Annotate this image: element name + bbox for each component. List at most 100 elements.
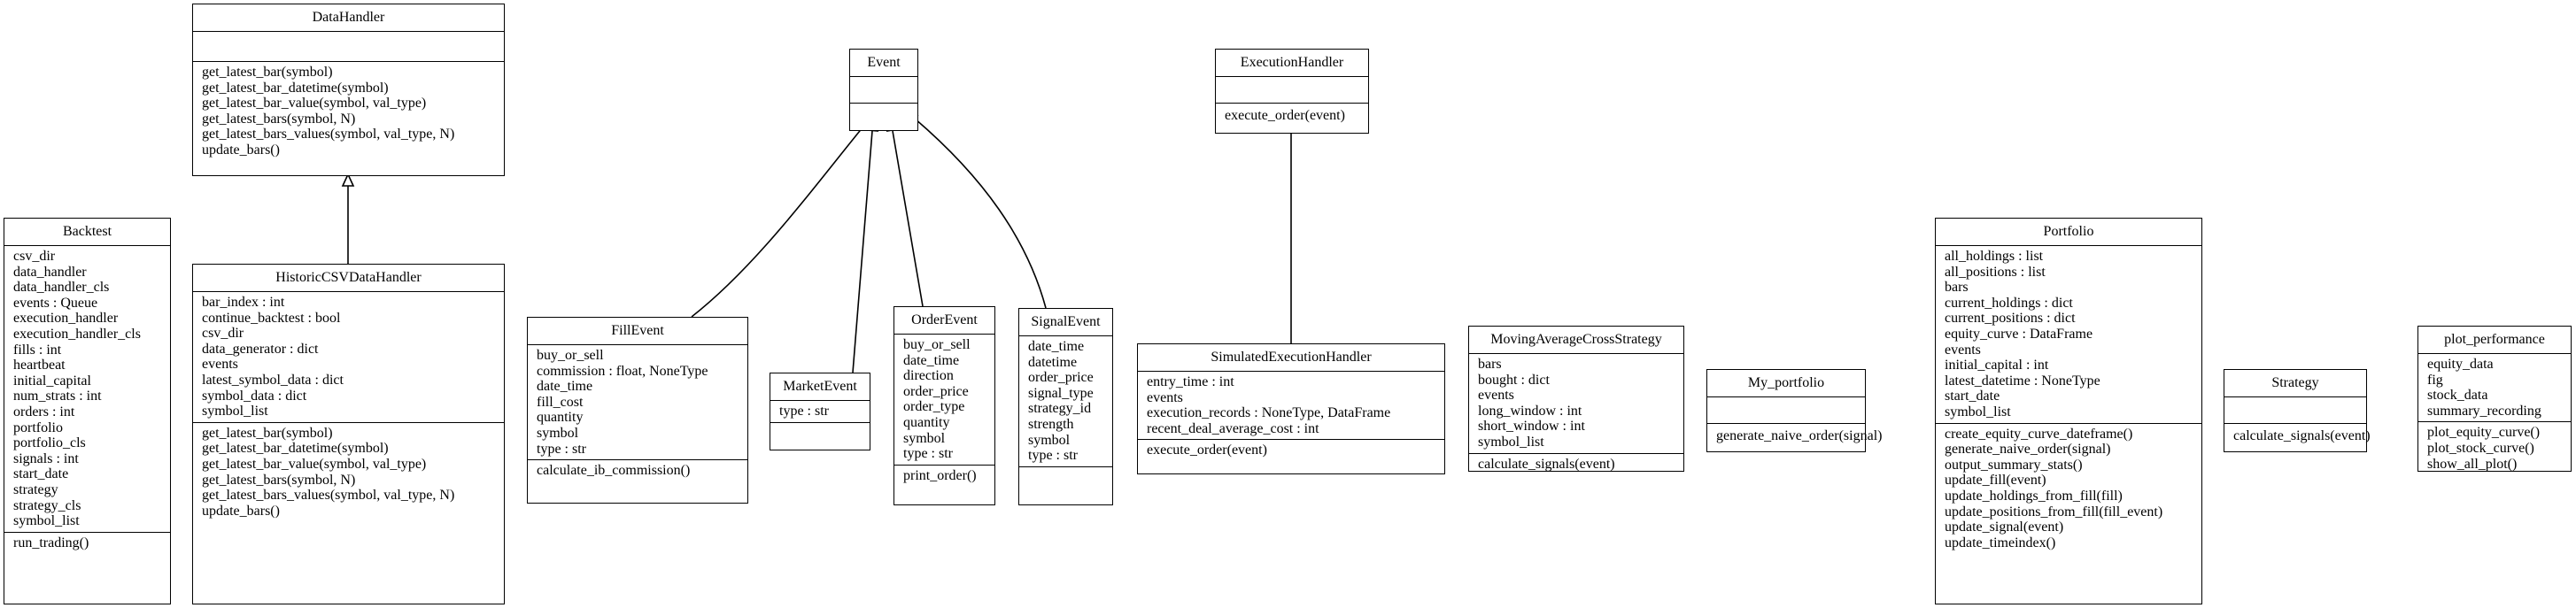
method: plot_stock_curve() (2427, 440, 2534, 456)
class-my-portfolio: My_portfolio generate_naive_order(signal… (1706, 369, 1883, 452)
attribute: events (1147, 389, 1183, 405)
edge-marketevent-to-event (852, 130, 873, 373)
attribute: order_type (903, 399, 965, 415)
method: generate_naive_order(signal) (1945, 442, 2111, 458)
method: output_summary_stats() (1945, 457, 2083, 473)
attributes-section: all_holdings : list all_positions : list… (1936, 246, 2201, 424)
method: update_fill(event) (1945, 473, 2046, 489)
attribute: csv_dir (202, 326, 244, 342)
attribute: current_holdings : dict (1945, 295, 2073, 311)
class-movingaveragecrossstrategy: MovingAverageCrossStrategy bars bought :… (1468, 326, 1684, 472)
class-marketevent: MarketEvent type : str (770, 373, 870, 450)
method: generate_naive_order(signal) (1716, 428, 1883, 443)
attribute: buy_or_sell (537, 348, 604, 363)
attribute: long_window : int (1478, 403, 1582, 419)
methods-section: execute_order(event) (1216, 104, 1368, 127)
edge-orderevent-to-event (892, 130, 924, 307)
class-simulatedexecutionhandler: SimulatedExecutionHandler entry_time : i… (1137, 343, 1445, 474)
attribute: execution_handler_cls (13, 326, 141, 342)
method: update_holdings_from_fill(fill) (1945, 488, 2123, 504)
attribute: data_handler_cls (13, 280, 110, 296)
class-historiccsvdatahandler: HistoricCSVDataHandler bar_index : int c… (192, 264, 505, 604)
class-event: Event (849, 49, 918, 131)
attributes-section: bars bought : dict events long_window : … (1469, 354, 1683, 454)
attribute: type : str (537, 441, 586, 457)
attribute: events (1478, 388, 1514, 404)
class-name: My_portfolio (1707, 370, 1865, 397)
attribute: execution_handler (13, 311, 119, 327)
class-name: FillEvent (528, 318, 747, 345)
attribute: data_handler (13, 264, 87, 280)
attributes-section: buy_or_sell commission : float, NoneType… (528, 345, 747, 461)
edge-signalevent-to-event (914, 118, 1047, 309)
class-datahandler: DataHandler get_latest_bar(symbol) get_l… (192, 4, 505, 176)
class-name: DataHandler (193, 4, 504, 32)
method: get_latest_bars(symbol, N) (202, 472, 356, 488)
attribute: equity_data (2427, 357, 2494, 372)
attribute: order_price (903, 383, 969, 399)
attribute: symbol_list (202, 404, 268, 419)
attribute: all_positions : list (1945, 264, 2046, 280)
method: update_bars() (202, 503, 280, 519)
attribute: symbol_list (13, 513, 80, 529)
attribute: events (1945, 342, 1981, 358)
attribute: symbol_data : dict (202, 388, 307, 404)
attributes-section (1707, 397, 1865, 424)
methods-section: print_order() (894, 466, 994, 487)
methods-section: calculate_signals(event) (1469, 454, 1683, 475)
method: update_timeindex() (1945, 535, 2056, 550)
attribute: date_time (537, 379, 593, 395)
attribute: latest_symbol_data : dict (202, 372, 344, 388)
class-name: ExecutionHandler (1216, 50, 1368, 77)
method: get_latest_bars_values(symbol, val_type,… (202, 488, 455, 504)
method: plot_equity_curve() (2427, 425, 2541, 441)
attributes-section: bar_index : int continue_backtest : bool… (193, 292, 504, 423)
class-name: plot_performance (2418, 327, 2571, 354)
method: execute_order(event) (1147, 443, 1267, 458)
attribute: commission : float, NoneType (537, 363, 708, 379)
class-strategy: Strategy calculate_signals(event) (2224, 369, 2371, 452)
attribute: continue_backtest : bool (202, 310, 341, 326)
attribute: strategy (13, 481, 58, 497)
method: update_positions_from_fill(fill_event) (1945, 504, 2163, 519)
attribute: bought : dict (1478, 372, 1550, 388)
method: update_signal(event) (1945, 519, 2064, 535)
attribute: symbol (1028, 432, 1071, 448)
attribute: quantity (537, 410, 584, 426)
class-signalevent: SignalEvent date_time datetime order_pri… (1018, 308, 1113, 505)
attributes-section (1216, 77, 1368, 104)
method: print_order() (903, 467, 977, 483)
method: get_latest_bars(symbol, N) (202, 111, 356, 127)
method: get_latest_bar_datetime(symbol) (202, 441, 389, 457)
class-name: Strategy (2224, 370, 2366, 397)
class-orderevent: OrderEvent buy_or_sell date_time directi… (893, 306, 995, 505)
methods-section: execute_order(event) (1138, 440, 1444, 461)
method: get_latest_bar_value(symbol, val_type) (202, 96, 427, 112)
arrowhead-datahandler (341, 173, 355, 187)
attribute: strength (1028, 416, 1074, 432)
class-executionhandler: ExecutionHandler execute_order(event) (1215, 49, 1369, 134)
class-fillevent: FillEvent buy_or_sell commission : float… (527, 317, 748, 504)
attribute: buy_or_sell (903, 337, 971, 352)
attribute: direction (903, 368, 954, 384)
attribute: stock_data (2427, 388, 2488, 404)
method: execute_order(event) (1225, 108, 1345, 123)
class-name: SignalEvent (1019, 309, 1112, 336)
class-name: MarketEvent (770, 373, 870, 401)
attribute: events : Queue (13, 295, 98, 311)
attribute: equity_curve : DataFrame (1945, 326, 2093, 342)
attribute: bar_index : int (202, 295, 285, 310)
method: get_latest_bar_value(symbol, val_type) (202, 456, 427, 472)
attribute: all_holdings : list (1945, 249, 2044, 264)
attribute: signal_type (1028, 385, 1094, 401)
attribute: current_positions : dict (1945, 311, 2076, 327)
attribute: summary_recording (2427, 403, 2541, 419)
methods-section (770, 423, 870, 428)
attributes-section (193, 32, 504, 62)
attribute: quantity (903, 414, 950, 430)
attributes-section: date_time datetime order_price signal_ty… (1019, 336, 1112, 467)
methods-section: get_latest_bar(symbol) get_latest_bar_da… (193, 423, 504, 522)
attribute: num_strats : int (13, 389, 102, 404)
attribute: initial_capital : int (1945, 358, 2049, 373)
method: run_trading() (13, 535, 89, 550)
